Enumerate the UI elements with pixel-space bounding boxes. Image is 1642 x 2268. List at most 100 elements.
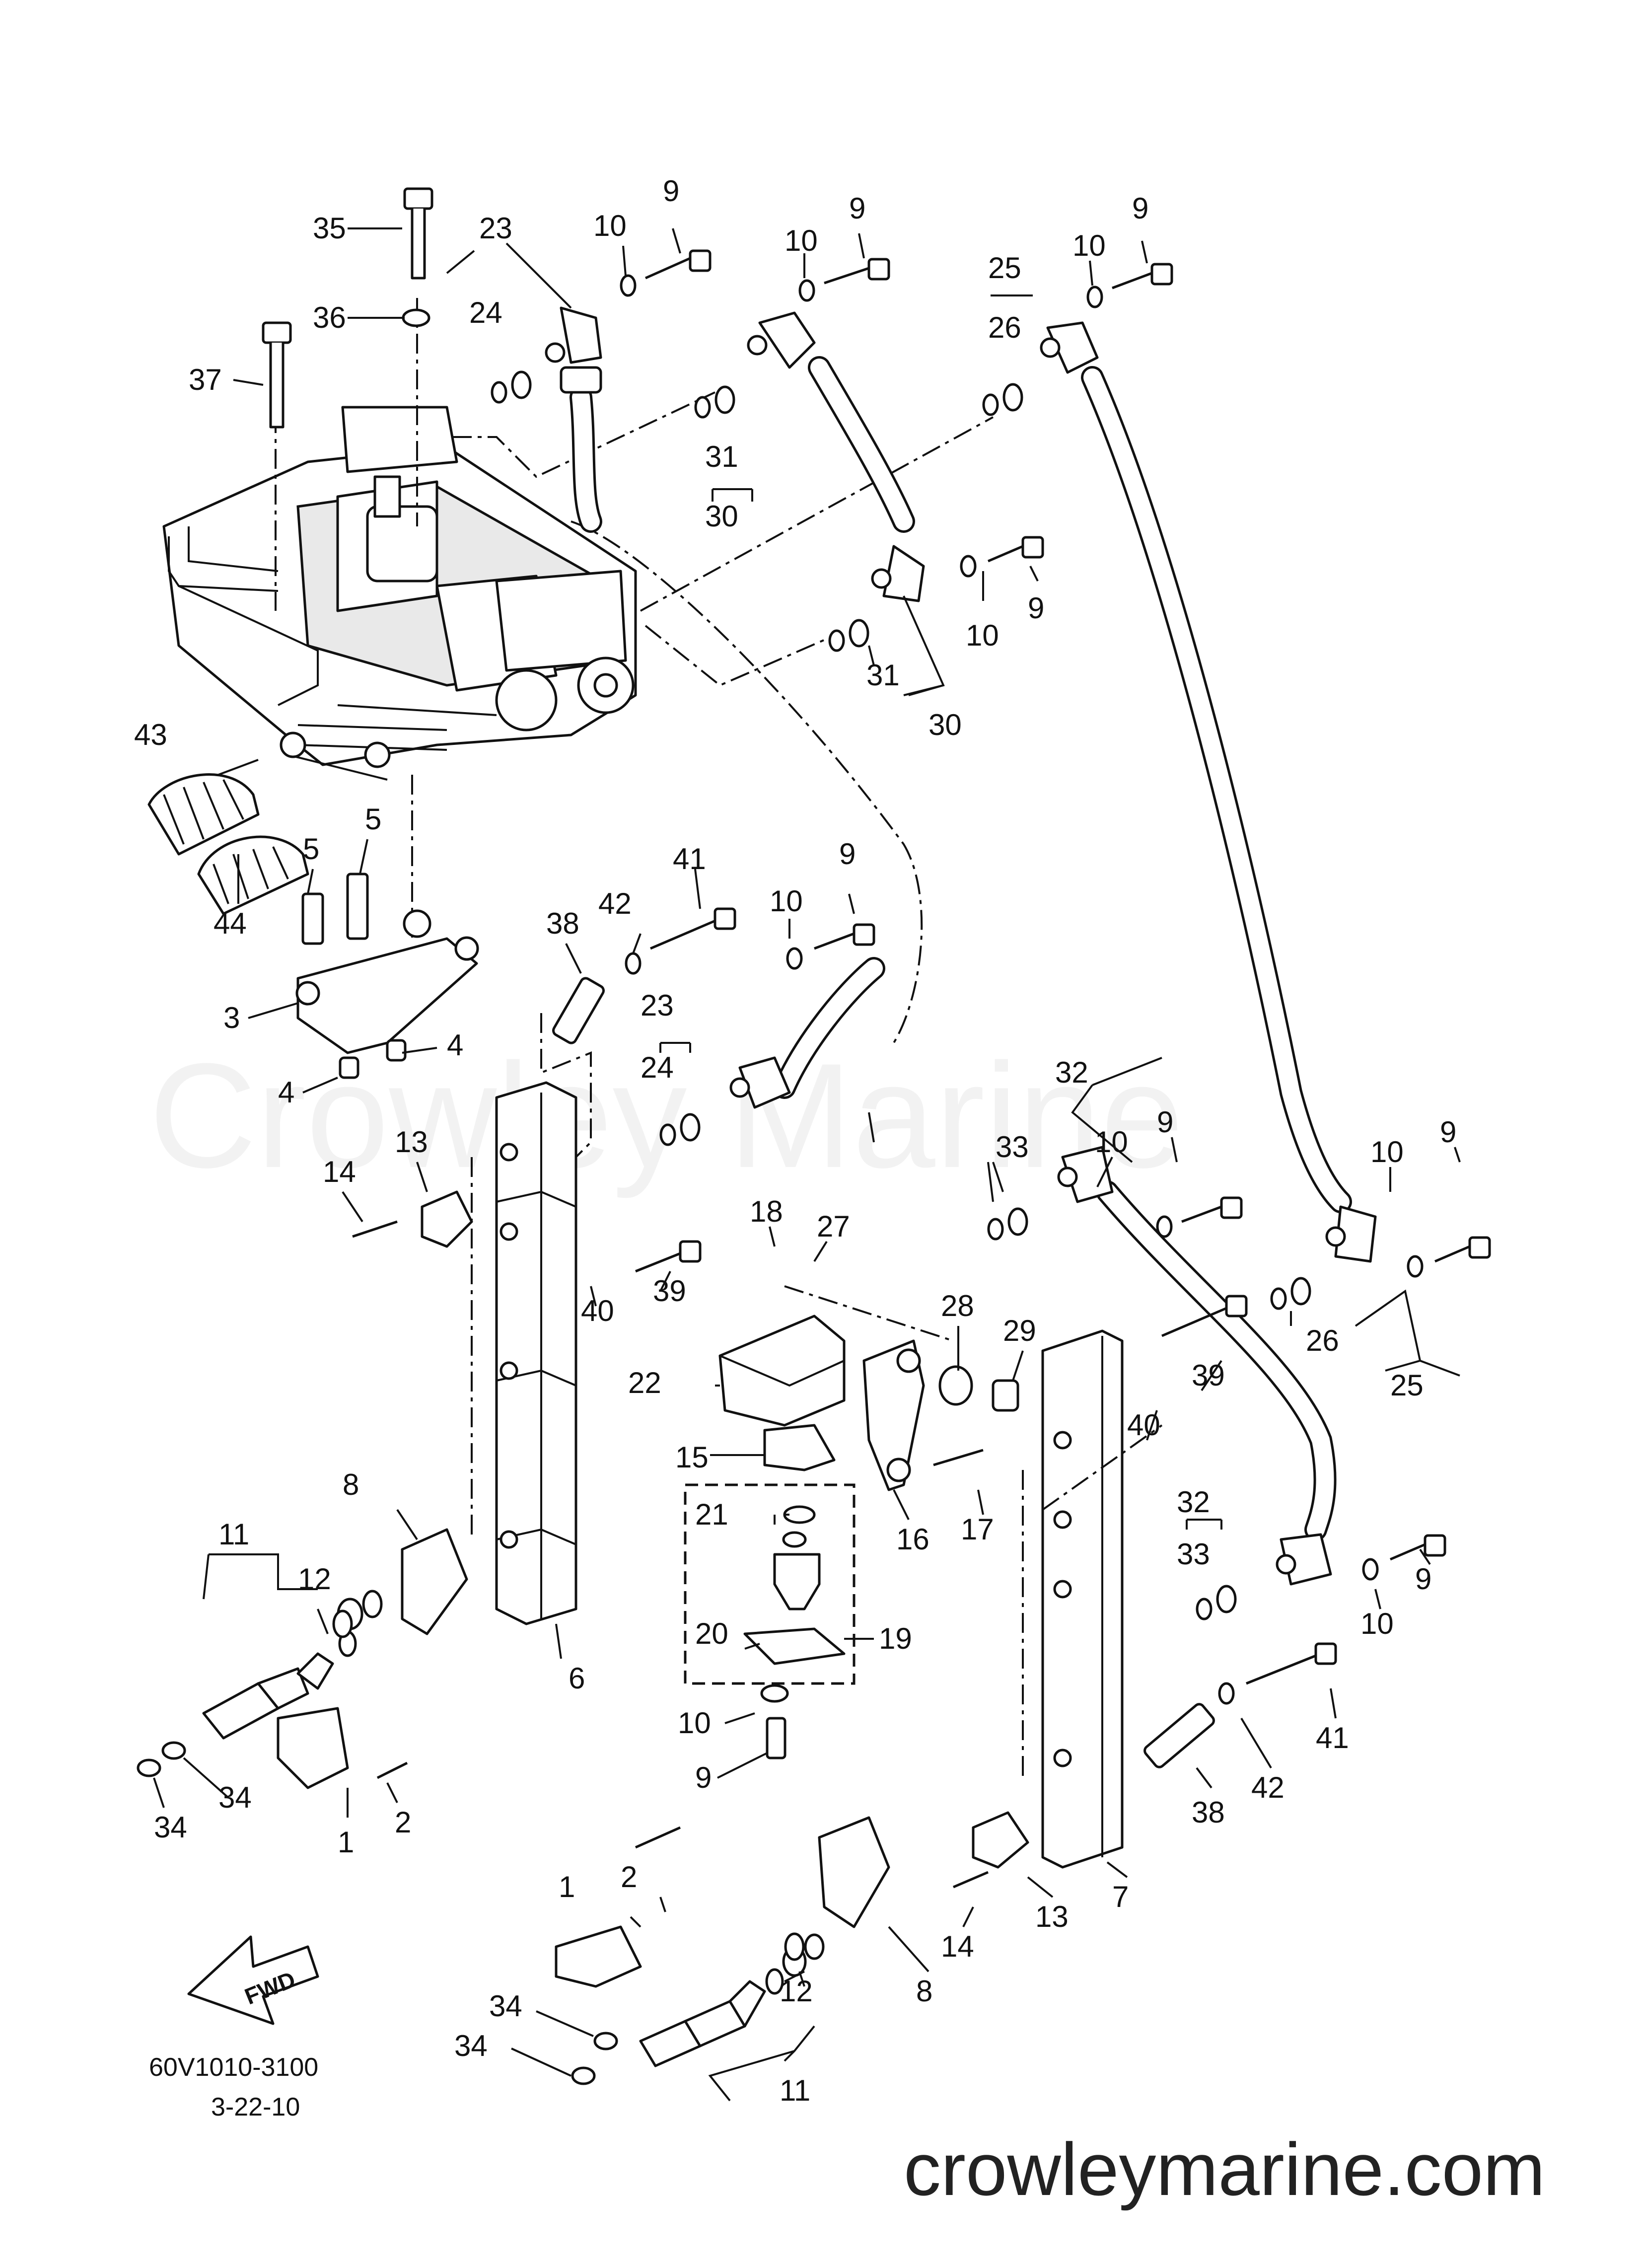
seal-34-d (571, 2066, 596, 2085)
part-labels: 35 36 37 23 24 10 9 10 9 31 30 25 26 10 … (134, 174, 1456, 2107)
label-26-b: 26 (1306, 1324, 1339, 1357)
label-12-b: 12 (780, 1975, 813, 2008)
sensor-22-group (718, 1315, 1019, 1491)
label-23-mid: 23 (641, 989, 674, 1022)
seal-34-b (161, 1741, 186, 1760)
label-15: 15 (675, 1441, 709, 1474)
label-29: 29 (1003, 1314, 1036, 1347)
label-3: 3 (223, 1001, 240, 1034)
label-8-a: 8 (343, 1468, 359, 1501)
label-7: 7 (1112, 1880, 1129, 1913)
bracket-13b (972, 1811, 1029, 1869)
fuel-hose-left-upper (545, 306, 602, 533)
label-43: 43 (134, 718, 167, 751)
gasket-15 (763, 1424, 836, 1471)
injector-right (639, 1933, 825, 2067)
label-10-i: 10 (1360, 1607, 1394, 1640)
fwd-arrow: FWD (187, 1935, 319, 2025)
label-25-b: 25 (1390, 1369, 1424, 1402)
bracket-13a (421, 1190, 473, 1248)
fuel-hose-mid-upper (747, 311, 925, 602)
label-42-a: 42 (598, 887, 632, 920)
label-27: 27 (817, 1210, 850, 1243)
label-36: 36 (313, 301, 346, 334)
label-39-a: 39 (653, 1274, 686, 1308)
injector-holder-1a (277, 1707, 349, 1789)
label-28: 28 (941, 1289, 974, 1322)
label-14-a: 14 (323, 1155, 356, 1188)
label-10-e: 10 (770, 884, 803, 918)
label-1-b: 1 (559, 1870, 575, 1903)
label-33-a: 33 (996, 1130, 1029, 1164)
label-5-b: 5 (365, 803, 381, 836)
label-10-d: 10 (966, 619, 999, 652)
label-34-d: 34 (454, 2029, 488, 2062)
fuel-hose-center-loop (729, 957, 885, 1109)
site-url: crowleymarine.com (904, 2127, 1545, 2211)
label-16: 16 (896, 1523, 929, 1556)
label-32-a: 32 (1055, 1056, 1088, 1089)
label-5-a: 5 (303, 832, 319, 866)
label-4-b: 4 (278, 1076, 294, 1109)
label-23-top: 23 (479, 212, 512, 245)
seal-34-a (137, 1758, 161, 1777)
group-19-box (684, 1483, 856, 1685)
clip-8b (818, 1816, 890, 1928)
label-18: 18 (750, 1195, 783, 1228)
label-19: 19 (879, 1622, 912, 1655)
injector-holder-1b (555, 1925, 642, 1988)
label-9-d: 9 (1028, 591, 1044, 625)
bracket-3 (295, 873, 479, 1079)
label-41-b: 41 (1316, 1721, 1349, 1755)
label-9-g: 9 (1157, 1105, 1173, 1139)
label-21: 21 (695, 1498, 728, 1531)
label-24-top: 24 (469, 296, 502, 329)
label-10-c: 10 (1072, 229, 1106, 262)
clip-8a (401, 1528, 468, 1635)
label-9-c: 9 (1132, 192, 1148, 225)
seal-34-c (593, 2032, 618, 2050)
label-9-i: 9 (1415, 1562, 1431, 1596)
label-38-a: 38 (546, 907, 579, 940)
label-35: 35 (313, 212, 346, 245)
label-10-b: 10 (785, 224, 818, 257)
fuel-hose-right-long (1040, 321, 1377, 1263)
rubber-boots (147, 773, 309, 915)
label-31-a: 31 (705, 440, 738, 473)
label-37: 37 (189, 363, 222, 396)
label-8-b: 8 (916, 1975, 932, 2008)
label-10-g: 10 (1095, 1125, 1128, 1159)
fuel-rail-7 (1041, 1329, 1124, 1869)
label-4-a: 4 (447, 1028, 463, 1062)
label-44: 44 (214, 907, 247, 940)
label-25-a: 25 (988, 251, 1021, 285)
label-1-a: 1 (338, 1826, 354, 1859)
label-20: 20 (695, 1617, 728, 1650)
watermark-text: Crowley Marine (149, 1032, 1184, 1200)
label-33-b: 33 (1177, 1537, 1210, 1571)
label-9-h: 9 (1440, 1115, 1456, 1149)
label-26-a: 26 (988, 311, 1021, 344)
label-41-a: 41 (673, 842, 706, 876)
label-2-b: 2 (621, 1860, 637, 1894)
injector-left (202, 1590, 383, 1740)
reference-code: 60V1010-3100 (149, 2053, 318, 2082)
label-13-a: 13 (395, 1125, 428, 1159)
label-12-a: 12 (298, 1562, 331, 1596)
label-34-c: 34 (489, 1989, 522, 2023)
label-31-b: 31 (866, 658, 900, 692)
label-9-a: 9 (663, 174, 679, 208)
label-22: 22 (628, 1366, 661, 1399)
label-2-a: 2 (395, 1806, 411, 1839)
label-10-f: 10 (678, 1706, 711, 1740)
label-leaders (153, 227, 1461, 2102)
label-42-b: 42 (1251, 1771, 1285, 1804)
label-24-mid: 24 (641, 1051, 674, 1084)
label-39-b: 39 (1192, 1359, 1225, 1392)
label-17: 17 (961, 1513, 994, 1546)
label-34-b: 34 (154, 1811, 187, 1844)
label-34-a: 34 (218, 1781, 252, 1814)
label-30-b: 30 (928, 708, 962, 741)
label-30-a: 30 (705, 500, 738, 533)
